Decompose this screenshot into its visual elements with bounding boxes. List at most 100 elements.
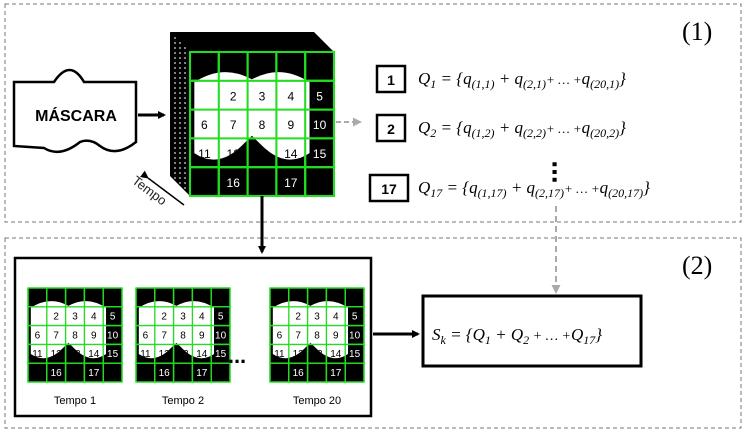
grid-cell-number: 17	[88, 368, 100, 379]
grid-cell-number: 11	[274, 349, 285, 360]
grid-cell-number: 15	[349, 349, 361, 360]
panel-2-border	[4, 237, 742, 429]
grid-cell-number: 14	[88, 349, 100, 360]
equation-row: 1 Q1 = {q(1,1) + q(2,1)+ … +q(20,1)}	[375, 64, 626, 94]
grid-cell-number: 11	[32, 349, 43, 360]
grid-cell-number: 17	[330, 368, 342, 379]
grid-cell-number: 3	[314, 312, 320, 323]
grid-cell-number: 5	[218, 312, 224, 323]
grid-cell-number: 8	[259, 118, 266, 132]
mask-shape: MÁSCARA	[12, 68, 138, 154]
grid-cell	[135, 362, 156, 383]
grid-cell-number: 4	[287, 89, 294, 103]
sum-equation: Sk = {Q1 + Q2 + … +Q17}	[432, 325, 602, 347]
grid-cell-number: 9	[287, 118, 294, 132]
grid-cell-number: 6	[277, 330, 283, 341]
grid-cell	[344, 362, 365, 383]
equation-text: Q2 = {q(1,2) + q(2,2)+ … +q(20,2)}	[418, 118, 626, 140]
grid-cell-number: 3	[180, 312, 186, 323]
grid-cell	[172, 362, 194, 383]
grid-cell-number: 8	[314, 330, 320, 341]
panel-1-border	[4, 3, 742, 223]
volume-top-face	[170, 32, 334, 52]
grid-cell-number: 9	[333, 330, 339, 341]
grid-cell	[188, 166, 220, 198]
grid-cell-number: 7	[295, 330, 301, 341]
grid-cell-number: 1	[201, 89, 208, 103]
panel-2-label: (2)	[682, 251, 712, 280]
equation-index-box	[375, 64, 407, 94]
grid-cell-number: 13	[311, 349, 323, 360]
grid-cell-number: 2	[230, 89, 237, 103]
grid-cell-number: 1	[143, 312, 149, 323]
grid-cell	[304, 166, 336, 198]
grid-cell	[269, 362, 290, 383]
grid-cell-number: 10	[349, 330, 361, 341]
grid-cell	[246, 166, 278, 198]
grid-cell-number: 16	[227, 176, 241, 190]
frames-ellipsis: ...	[228, 343, 246, 368]
grid-cell-number: 15	[215, 349, 227, 360]
time-frame-label: Tempo 20	[293, 395, 341, 407]
grid-cell-number: 2	[161, 312, 167, 323]
equation-index: 1	[387, 72, 395, 88]
sum-box	[421, 294, 643, 368]
grid-cell-number: 8	[180, 330, 186, 341]
grid-cell-number: 5	[316, 89, 323, 103]
grid-cell-number: 10	[313, 118, 327, 132]
grid-cell	[304, 50, 336, 82]
grid-cell	[102, 287, 123, 308]
grid-cell-number: 16	[293, 368, 305, 379]
grid-cell	[210, 287, 231, 308]
tempo-axis-arrow	[140, 170, 185, 206]
grid-cell-number: 4	[199, 312, 205, 323]
grid-cell-number: 7	[230, 118, 237, 132]
grid-cell-number: 8	[72, 330, 78, 341]
grid-cell-number: 14	[284, 147, 298, 161]
grid-cell-number: 12	[227, 147, 241, 161]
grid-cell	[27, 362, 48, 383]
tempo-axis-label: Tempo	[129, 173, 169, 208]
grid-cell-number: 17	[196, 368, 208, 379]
grid-cell-number: 4	[333, 312, 339, 323]
equation-index-box	[368, 173, 410, 203]
grid-cell-number: 1	[277, 312, 283, 323]
grid-cell-number: 5	[110, 312, 116, 323]
grid-cell	[102, 362, 123, 383]
grid-cell-number: 5	[352, 312, 358, 323]
grid-cell-number: 12	[293, 349, 305, 360]
time-frame-label: Tempo 1	[54, 395, 96, 407]
grid-cell-number: 2	[295, 312, 301, 323]
grid-cell-number: 13	[255, 147, 269, 161]
grid-cell	[344, 287, 365, 308]
grid-cell-number: 12	[51, 349, 63, 360]
grid-cell-number: 3	[259, 89, 266, 103]
grid-cell-number: 11	[198, 147, 211, 161]
grid-cell-number: 7	[161, 330, 167, 341]
grid-cell-number: 15	[107, 349, 119, 360]
equation-index: 17	[381, 181, 397, 197]
grid-cell-number: 16	[51, 368, 63, 379]
panel-1-label: (1)	[682, 17, 712, 46]
grid-cell-number: 6	[35, 330, 41, 341]
grid-cell-number: 9	[199, 330, 205, 341]
grid-cell-number: 10	[107, 330, 119, 341]
grid-cell-number: 14	[330, 349, 342, 360]
grid-cell-number: 13	[69, 349, 81, 360]
grid-cell-number: 16	[159, 368, 171, 379]
grid-cell-number: 4	[91, 312, 97, 323]
equation-text: Q1 = {q(1,1) + q(2,1)+ … +q(20,1)}	[418, 69, 626, 91]
grid-cell-number: 13	[177, 349, 189, 360]
grid-cell-number: 9	[91, 330, 97, 341]
grid-cell-number: 6	[143, 330, 149, 341]
